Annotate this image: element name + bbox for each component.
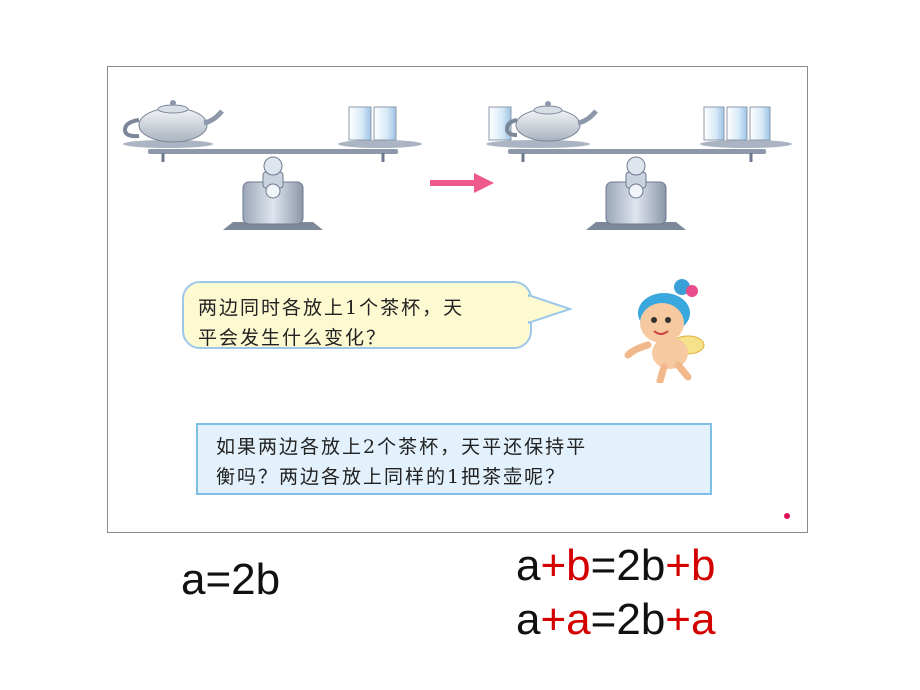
equation-term: +a bbox=[540, 595, 591, 644]
equation-term: +b bbox=[665, 541, 716, 590]
question-speech-bubble: 两边同时各放上1个茶杯，天 平会发生什么变化？ bbox=[182, 281, 532, 349]
teapot-icon bbox=[122, 100, 224, 143]
cup-icon bbox=[726, 106, 748, 141]
cup-icon bbox=[749, 106, 771, 141]
cartoon-child-icon bbox=[624, 279, 705, 383]
equation-term: a bbox=[516, 595, 541, 644]
equation-term: =2b bbox=[590, 541, 666, 590]
cup-icon bbox=[348, 106, 372, 141]
equation-left: a=2b bbox=[181, 555, 281, 604]
equation-term: +a bbox=[665, 595, 716, 644]
equation-term: +b bbox=[540, 541, 591, 590]
equation-term: a bbox=[516, 541, 541, 590]
bubble-line-2: 平会发生什么变化？ bbox=[198, 327, 388, 349]
pink-dot-marker bbox=[784, 513, 790, 519]
balance-scales-illustration bbox=[122, 100, 792, 230]
right-balance-scale bbox=[486, 101, 792, 230]
box-line-2: 衡吗？两边各放上同样的1把茶壶呢？ bbox=[216, 466, 567, 488]
textbook-figure: 两边同时各放上1个茶杯，天 平会发生什么变化？ 如果两边各放上2个茶杯，天平还保… bbox=[107, 66, 808, 533]
question-box: 如果两边各放上2个茶杯，天平还保持平 衡吗？两边各放上同样的1把茶壶呢？ bbox=[196, 423, 712, 495]
equation-term: =2b bbox=[590, 595, 666, 644]
teapot-icon bbox=[504, 101, 598, 142]
equation-right-1: a+b=2b+b bbox=[516, 541, 715, 591]
box-line-1: 如果两边各放上2个茶杯，天平还保持平 bbox=[216, 436, 588, 458]
equation-right-2: a+a=2b+a bbox=[516, 595, 715, 645]
arrow-right-icon bbox=[430, 173, 494, 193]
cup-icon bbox=[703, 106, 725, 141]
speech-bubble-tail bbox=[528, 293, 572, 325]
left-balance-scale bbox=[122, 100, 422, 230]
cup-icon bbox=[373, 106, 397, 141]
bubble-line-1: 两边同时各放上1个茶杯，天 bbox=[198, 297, 465, 319]
